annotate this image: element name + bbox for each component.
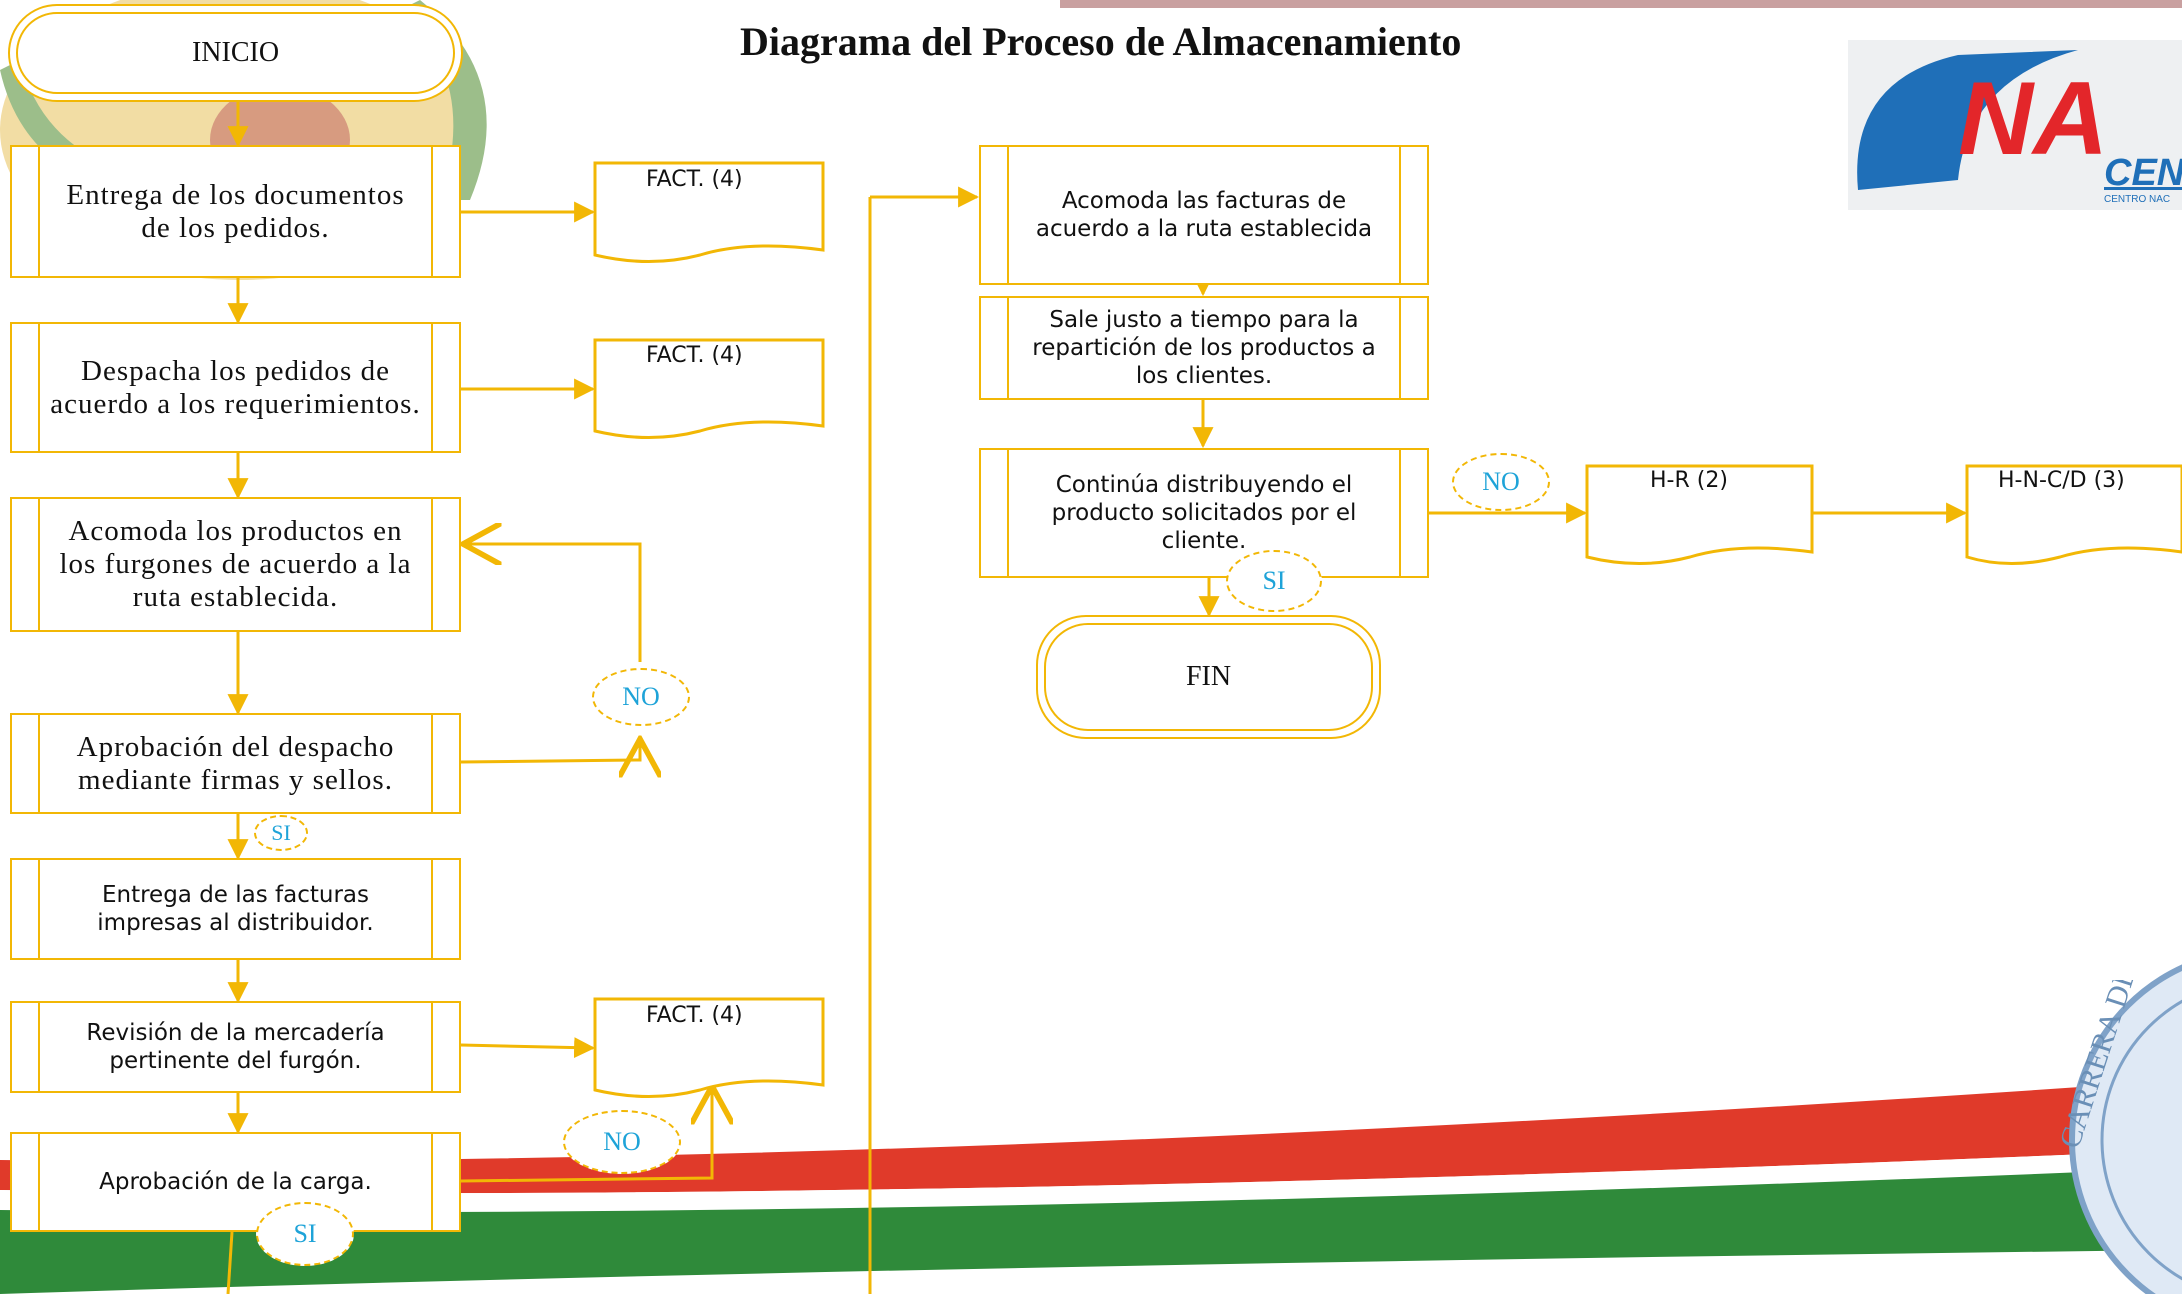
- process-label: Aprobación del despacho mediante firmas …: [76, 730, 395, 796]
- seal-decoration: [2069, 964, 2182, 1294]
- top-band: [1060, 0, 2182, 8]
- process-label: Acomoda los productos en los furgones de…: [59, 515, 412, 613]
- process-aprobacion-carga: Aprobación de la carga.: [10, 1132, 461, 1232]
- arrow-6-to-doc3: [460, 1037, 596, 1059]
- document-label-fact-1: FACT. (4): [646, 167, 743, 192]
- document-shape-1: [593, 161, 825, 263]
- process-label: Acomoda las facturas de acuerdo a la rut…: [1035, 188, 1373, 242]
- end-terminal: FIN: [1036, 615, 1381, 739]
- document-label-fact-3: FACT. (4): [646, 1003, 743, 1028]
- loop-no-1b: [463, 544, 642, 662]
- logo-sub: CEN: [2104, 152, 2182, 194]
- process-entrega-documentos: Entrega de los documentos de los pedidos…: [10, 145, 461, 278]
- process-label: Entrega de los documentos de los pedidos…: [66, 178, 405, 244]
- process-label: Continúa distribuyendo el producto solic…: [1051, 472, 1357, 554]
- process-label: Sale justo a tiempo para la repartición …: [1032, 307, 1376, 389]
- process-entrega-facturas: Entrega de las facturas impresas al dist…: [10, 858, 461, 960]
- document-shape-3: [593, 997, 825, 1098]
- process-acomoda-productos: Acomoda los productos en los furgones de…: [10, 497, 461, 632]
- line-7-down: [226, 1231, 234, 1294]
- document-label-hr: H-R (2): [1650, 468, 1728, 493]
- logo: NA CEN CENTRO NAC: [1848, 40, 2182, 210]
- connector-si-carga: SI: [256, 1202, 354, 1266]
- process-label: Revisión de la mercadería pertinente del…: [86, 1020, 385, 1074]
- logo-tagline: CENTRO NAC: [2104, 194, 2171, 205]
- process-despacha-pedidos: Despacha los pedidos de acuerdo a los re…: [10, 322, 461, 453]
- process-label: Despacha los pedidos de acuerdo a los re…: [50, 354, 421, 420]
- logo-mark: NA: [1958, 61, 2109, 177]
- process-aprobacion-despacho: Aprobación del despacho mediante firmas …: [10, 713, 461, 814]
- process-label: Aprobación de la carga.: [99, 1169, 372, 1195]
- connector-no-distribucion: NO: [1452, 453, 1550, 511]
- loop-no-2: [460, 1086, 712, 1183]
- connector-si-despacho: SI: [254, 815, 308, 851]
- document-label-fact-2: FACT. (4): [646, 343, 743, 368]
- start-terminal: INICIO: [8, 4, 463, 102]
- diagram-title: Diagrama del Proceso de Almacenamiento: [740, 19, 1462, 64]
- document-shape-5: [1965, 464, 2182, 565]
- document-label-hncd: H-N-C/D (3): [1998, 468, 2125, 493]
- seal-text: CARRERA DE: [2060, 980, 2143, 1152]
- document-shape-2: [593, 338, 825, 439]
- connector-no-carga: NO: [563, 1110, 681, 1174]
- loop-no-1: [460, 739, 640, 762]
- process-sale-tiempo: Sale justo a tiempo para la repartición …: [979, 296, 1429, 400]
- ribbon-decoration: [0, 1080, 2182, 1294]
- document-shape-4: [1585, 464, 1814, 565]
- connector-no-despacho: NO: [592, 668, 690, 726]
- process-label: Entrega de las facturas impresas al dist…: [97, 882, 374, 936]
- process-acomoda-facturas: Acomoda las facturas de acuerdo a la rut…: [979, 145, 1429, 285]
- process-revision-mercaderia: Revisión de la mercadería pertinente del…: [10, 1001, 461, 1093]
- connector-si-distribucion: SI: [1226, 550, 1322, 612]
- process-continua-distribuyendo: Continúa distribuyendo el producto solic…: [979, 448, 1429, 578]
- logo-swoosh-icon: [1857, 50, 2078, 190]
